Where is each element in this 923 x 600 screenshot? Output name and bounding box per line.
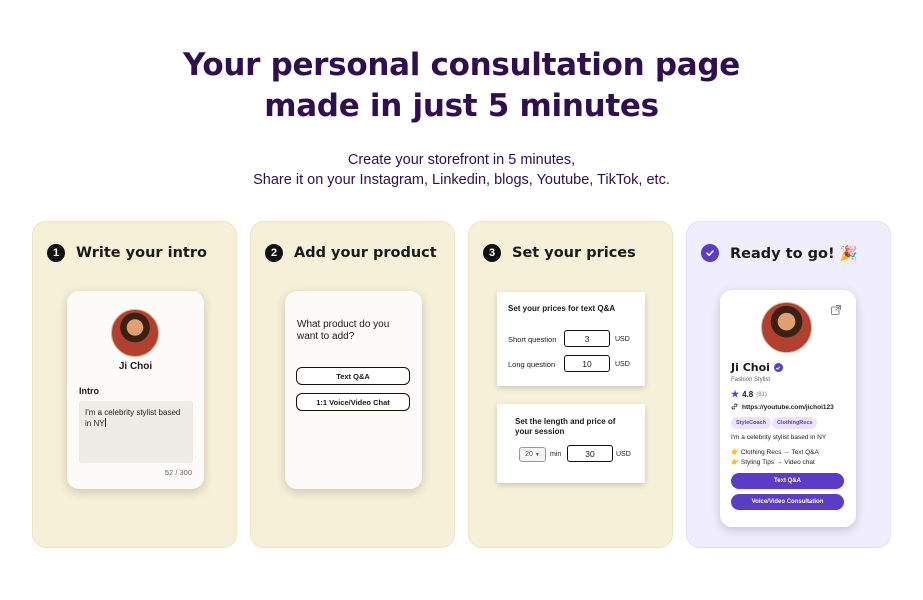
profile-name-row: Ji Choi: [731, 361, 783, 374]
profile-link[interactable]: https://youtube.com/jichoi123: [731, 403, 834, 412]
session-price-panel: Set the length and price of your session…: [497, 404, 645, 483]
long-question-price-input[interactable]: 10: [564, 355, 610, 372]
step-number-badge: 3: [483, 244, 501, 262]
step-title: Write your intro: [76, 245, 207, 261]
rating-row: ★ 4.8 (81): [731, 389, 767, 400]
subtitle-line-2: Share it on your Instagram, Linkedin, bl…: [253, 172, 670, 188]
video-chat-option-button[interactable]: 1:1 Voice/Video Chat: [296, 393, 410, 411]
intro-label: Intro: [79, 386, 99, 396]
text-caret: [104, 418, 106, 427]
minutes-label: min: [550, 451, 562, 458]
page-subtitle: Create your storefront in 5 minutes, Sha…: [0, 150, 923, 190]
profile-name: Ji Choi: [118, 361, 153, 372]
headline-line-1: Your personal consultation page: [183, 47, 740, 83]
step-title: Add your product: [294, 245, 437, 261]
step-title: Set your prices: [512, 245, 636, 261]
step-number-badge: 1: [47, 244, 65, 262]
link-url: https://youtube.com/jichoi123: [742, 404, 834, 411]
text-qa-button[interactable]: Text Q&A: [731, 473, 844, 489]
rating-value: 4.8: [742, 390, 754, 399]
currency-label: USD: [616, 451, 631, 458]
avatar: [111, 309, 159, 357]
currency-label: USD: [615, 361, 630, 368]
external-link-icon[interactable]: [830, 303, 842, 315]
phone-mockup: What product do you want to add? Text Q&…: [285, 291, 422, 489]
phone-mockup: Ji Choi Fashion Stylist ★ 4.8 (81) https…: [720, 290, 856, 527]
step-header: 3 Set your prices: [483, 244, 636, 262]
intro-textarea[interactable]: I'm a celebrity stylist based in NY: [79, 401, 193, 463]
star-icon: ★: [731, 389, 740, 399]
text-qa-price-panel: Set your prices for text Q&A Short quest…: [497, 292, 645, 386]
session-length-select[interactable]: 20 ▼: [519, 447, 546, 462]
product-question: What product do you want to add?: [297, 319, 390, 342]
long-question-label: Long question: [508, 360, 556, 369]
subtitle-line-1: Create your storefront in 5 minutes,: [347, 152, 576, 168]
panel-title: Set your prices for text Q&A: [508, 304, 616, 313]
char-counter: 52 / 300: [164, 468, 192, 477]
rating-count: (81): [756, 391, 767, 398]
text-qa-option-button[interactable]: Text Q&A: [296, 367, 410, 385]
step-header: 1 Write your intro: [47, 244, 207, 262]
link-icon: [731, 403, 738, 412]
intro-text: I'm a celebrity stylist based in NY: [85, 408, 181, 428]
verified-badge-icon: [773, 363, 783, 372]
step-header: 2 Add your product: [265, 244, 437, 262]
chevron-down-icon: ▼: [534, 451, 540, 458]
step-card-ready: Ready to go! 🎉 Ji Choi Fashion Stylist ★…: [686, 221, 891, 548]
session-length-value: 20: [525, 451, 533, 458]
video-consultation-button[interactable]: Voice/Video Consultation: [731, 494, 844, 510]
profile-name: Ji Choi: [731, 361, 770, 374]
tag-chip[interactable]: ClothingRecs: [772, 417, 818, 429]
step-number-badge: 2: [265, 244, 283, 262]
short-question-price-input[interactable]: 3: [564, 330, 610, 347]
currency-label: USD: [615, 336, 630, 343]
session-price-input[interactable]: 30: [567, 445, 613, 462]
panel-title: Set the length and price of your session: [515, 417, 616, 436]
profile-bio: I'm a celebrity stylist based in NY: [731, 434, 827, 441]
profile-role: Fashion Stylist: [731, 377, 771, 383]
headline-line-2: made in just 5 minutes: [264, 88, 659, 124]
step-header: Ready to go! 🎉: [701, 244, 858, 262]
tag-chip[interactable]: StyleCoach: [731, 417, 771, 429]
offer-line: 👉 Clothing Recs → Text Q&A: [731, 449, 819, 456]
short-question-label: Short question: [508, 335, 557, 344]
step-title: Ready to go! 🎉: [730, 245, 858, 262]
step-card-prices: 3 Set your prices Set your prices for te…: [468, 221, 673, 548]
offer-line: 👉 Styling Tips → Video chat: [731, 459, 815, 466]
phone-mockup: Ji Choi Intro I'm a celebrity stylist ba…: [67, 291, 204, 489]
avatar: [761, 302, 812, 353]
step-card-product: 2 Add your product What product do you w…: [250, 221, 455, 548]
check-circle-icon: [701, 244, 719, 262]
page-headline: Your personal consultation page made in …: [0, 45, 923, 127]
step-card-intro: 1 Write your intro Ji Choi Intro I'm a c…: [32, 221, 237, 548]
